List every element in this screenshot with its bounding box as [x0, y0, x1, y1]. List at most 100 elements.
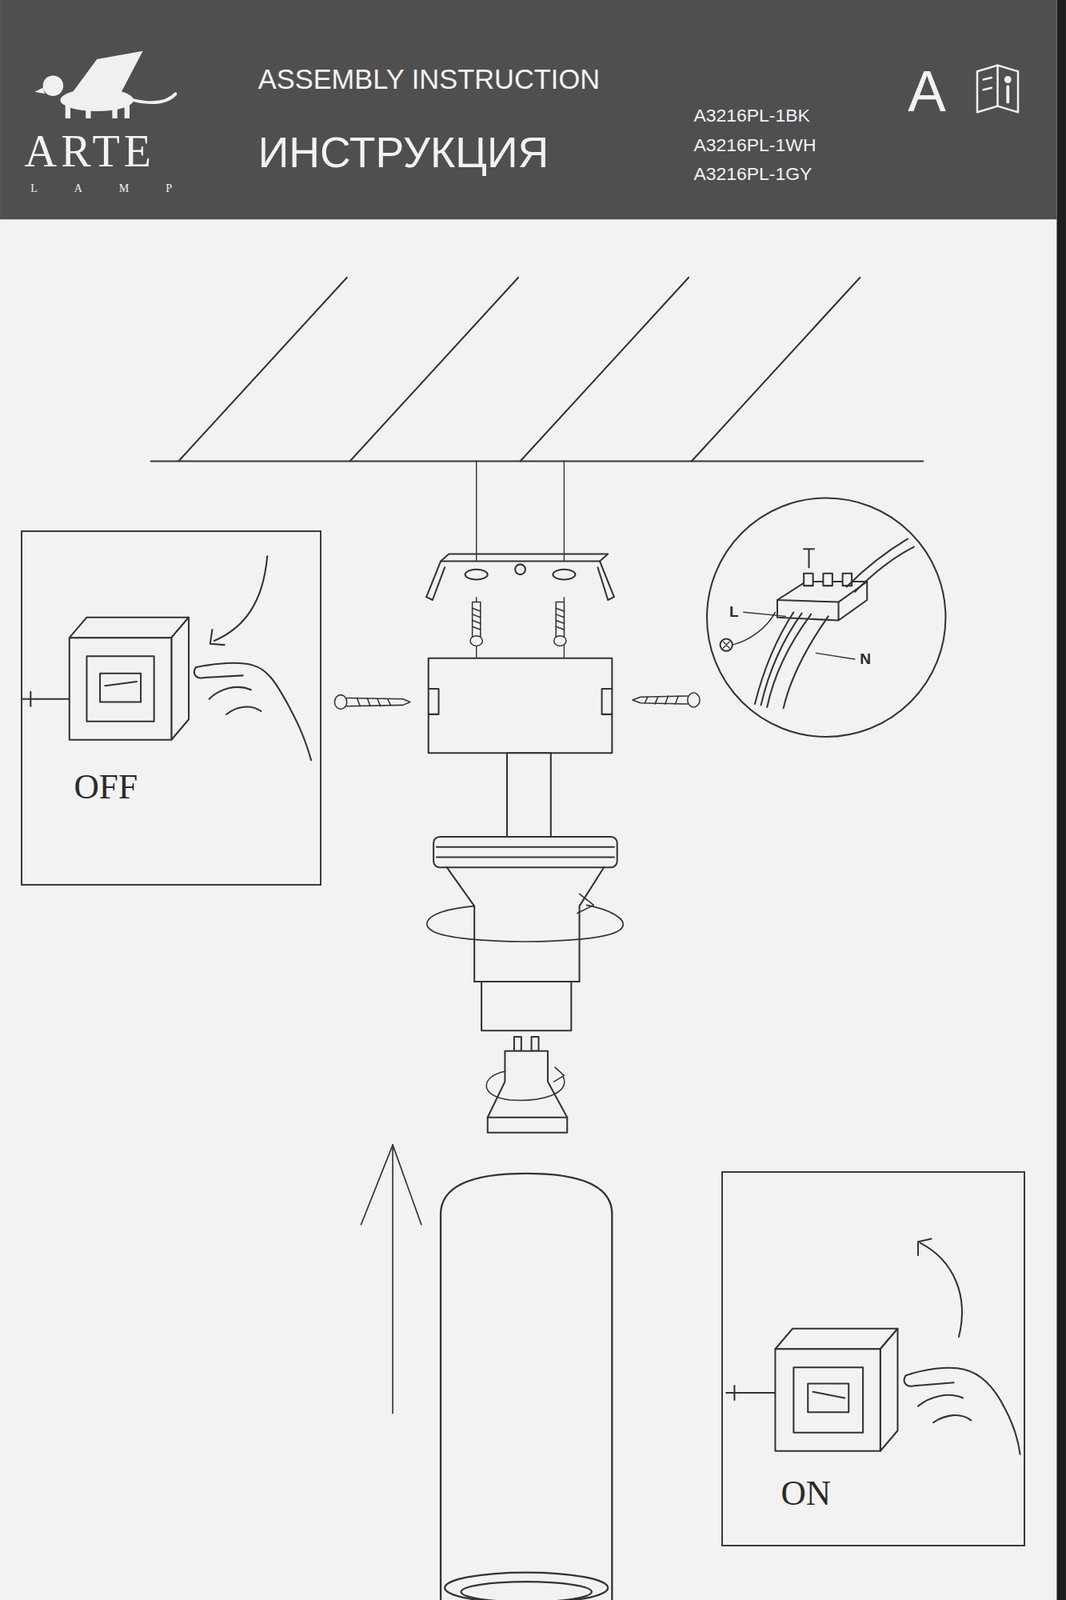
rotation-arrow-part	[427, 904, 623, 942]
mounting-bracket-part	[440, 554, 608, 562]
header-band	[0, 0, 1057, 220]
switch-off-illustration-part	[210, 629, 225, 645]
mounting-bracket-part	[465, 569, 488, 580]
book-icon-part	[983, 77, 992, 80]
switch-off-illustration-part	[209, 686, 262, 715]
ceiling-part	[151, 460, 924, 463]
ceiling-part	[178, 277, 347, 462]
wiring-detail-part	[722, 641, 730, 648]
switch-off-illustration	[22, 555, 312, 760]
up-arrow-part	[392, 1144, 422, 1224]
switch-on-illustration-part	[920, 1242, 963, 1337]
lamp-holder-part	[433, 836, 618, 867]
lamp-holder-part	[481, 981, 571, 1031]
model-code: A3216PL-1BK	[693, 106, 810, 125]
up-arrow	[361, 1144, 422, 1413]
switch-on-illustration-part	[906, 1367, 1021, 1454]
fixture-body-part	[602, 688, 613, 715]
switch-off-illustration-part	[171, 617, 189, 740]
mounting-bracket	[426, 554, 615, 600]
switch-on-illustration-part	[774, 1348, 880, 1451]
wiring-detail-part	[803, 548, 815, 567]
switch-on-illustration-part	[793, 1366, 863, 1433]
book-icon-part	[1005, 76, 1011, 82]
shade-cylinder-part	[444, 1572, 608, 1600]
side-screws-part	[632, 695, 688, 704]
stem	[507, 752, 551, 837]
lamp-holder-part	[436, 855, 615, 858]
bracket-screws-part	[555, 607, 564, 630]
brand-subtitle: LAMP	[30, 182, 209, 194]
wiring-detail-part	[754, 611, 829, 708]
switch-on-illustration-part	[807, 1383, 849, 1413]
lamp-holder	[433, 836, 618, 1031]
ceiling-part	[691, 277, 860, 462]
lion-logo-part	[85, 103, 91, 119]
switch-off-illustration-part	[194, 666, 244, 678]
switch-on-illustration	[726, 1237, 1020, 1454]
wiring-detail	[706, 497, 946, 736]
wiring-detail-part	[743, 611, 786, 616]
switch-on-illustration-part	[813, 1391, 846, 1398]
lion-logo-part	[65, 102, 71, 119]
switch-off-illustration-part	[104, 681, 137, 686]
book-icon-part	[996, 65, 999, 107]
side-screws-part	[687, 692, 700, 707]
gu10-bulb-part	[486, 1070, 565, 1100]
mounting-bracket-part	[552, 569, 575, 580]
fixture-body	[428, 658, 613, 754]
fixture-body-part	[428, 688, 440, 715]
switch-state-label: ON	[781, 1475, 832, 1510]
side-screws	[334, 692, 700, 709]
lion-logo-part	[124, 102, 130, 119]
wiring-detail-part	[761, 613, 803, 706]
lion-logo-part	[34, 87, 45, 95]
book-icon-part	[983, 87, 992, 91]
switch-off-illustration-part	[22, 698, 70, 700]
wire-label: N	[859, 650, 871, 667]
switch-on-illustration-part	[904, 1374, 955, 1386]
rotation-arrow-part	[577, 893, 594, 913]
mounting-bracket-part	[426, 561, 615, 598]
lamp-holder-part	[474, 980, 579, 983]
lion-logo-part	[71, 51, 143, 95]
fixing-guides	[476, 461, 565, 659]
section-letter: A	[907, 63, 947, 120]
switch-state-label: OFF	[74, 770, 139, 805]
lion-logo-part	[132, 93, 176, 103]
book-icon	[977, 65, 1019, 113]
wire-label: L	[729, 604, 739, 620]
ceiling	[151, 277, 924, 462]
wiring-detail-part	[720, 638, 733, 651]
switch-off-illustration-part	[99, 673, 141, 703]
wiring-detail-part	[815, 652, 855, 659]
switch-off-illustration-part	[69, 617, 189, 639]
side-screws-part	[347, 697, 411, 706]
mounting-bracket-part	[426, 566, 445, 600]
shade-cylinder	[440, 1173, 612, 1600]
wiring-detail-part	[706, 497, 946, 736]
bracket-screws-part	[470, 635, 483, 647]
lion-logo-part	[111, 103, 117, 119]
gu10-bulb-part	[531, 1036, 539, 1051]
fixture-body-part	[428, 658, 613, 754]
ceiling-part	[350, 277, 519, 462]
wiring-detail-part	[846, 538, 915, 591]
side-screws-part	[356, 697, 391, 706]
header-band-part	[0, 0, 1057, 220]
model-code: A3216PL-1GY	[693, 163, 812, 183]
bracket-screws-part	[555, 602, 564, 637]
switch-off-illustration-part	[214, 555, 268, 641]
stem-part	[507, 752, 551, 837]
switch-step-panel: OFF	[20, 530, 322, 886]
gu10-bulb-part	[514, 1036, 522, 1051]
gu10-bulb-part	[487, 1116, 567, 1118]
model-code: A3216PL-1WH	[693, 135, 816, 155]
shade-cylinder-part	[440, 1173, 612, 1600]
switch-on-illustration-part	[918, 1237, 932, 1254]
gu10-bulb	[486, 1036, 567, 1133]
bracket-screws	[470, 602, 567, 647]
